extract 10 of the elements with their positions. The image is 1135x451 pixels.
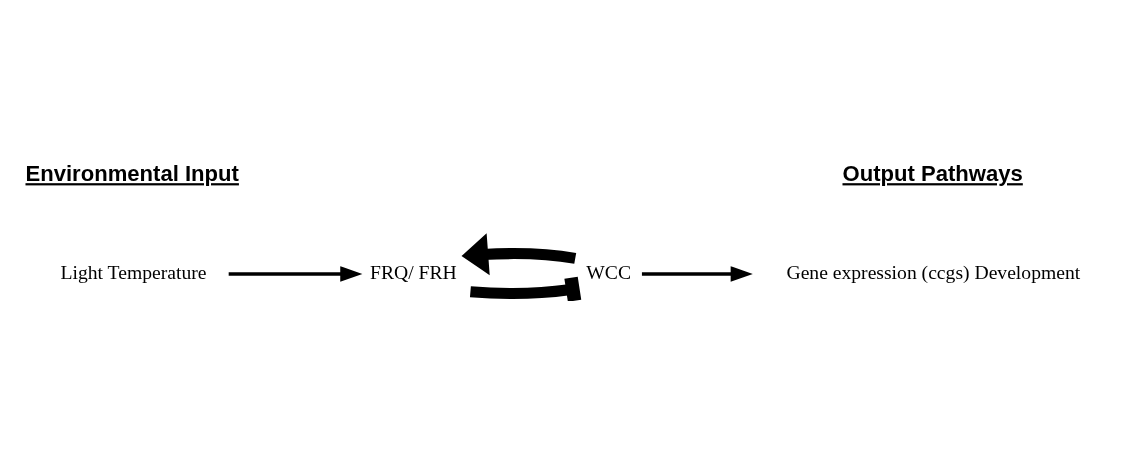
arrow — [228, 266, 363, 282]
node-text: WCC — [586, 260, 631, 283]
label: Environmental Input — [25, 161, 239, 187]
label: Output Pathways — [842, 161, 1023, 187]
node-text: Gene expression (ccgs) Development — [786, 260, 1081, 283]
connector — [470, 276, 582, 301]
node-text: Light Temperature — [60, 260, 207, 283]
node-text: FRQ/ FRH — [370, 260, 457, 283]
arrow — [641, 266, 753, 282]
arrow — [461, 233, 577, 276]
